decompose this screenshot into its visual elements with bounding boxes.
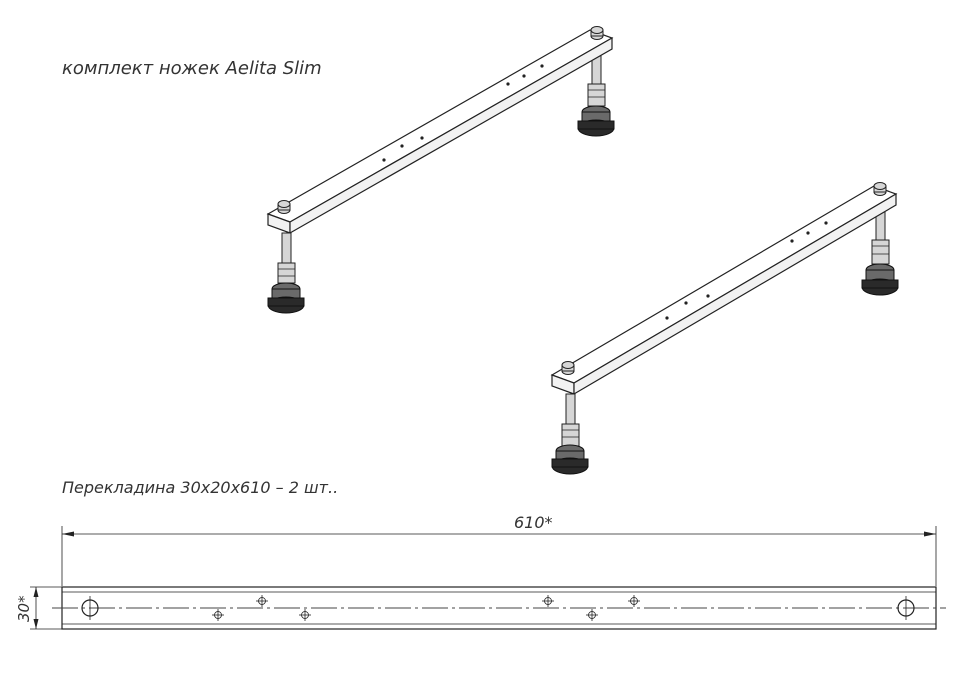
foot-front-lower (551, 393, 589, 475)
length-dimension-label: 610* (514, 513, 553, 532)
crossbar-lower (550, 182, 898, 396)
length-dimension: 610* (61, 513, 937, 586)
end-hole-left (81, 596, 99, 620)
leg-assembly-upper (266, 26, 615, 314)
mounting-holes (212, 595, 640, 621)
kit-title: комплект ножек Aelita Slim (62, 58, 322, 79)
end-hole-right (897, 596, 915, 620)
height-dimension-label: 30* (15, 595, 33, 622)
foot-front-upper (267, 232, 305, 314)
foot-back-upper (577, 49, 615, 137)
leg-assembly-lower (550, 182, 899, 475)
height-dimension: 30* (15, 586, 62, 630)
crossbar-spec: Перекладина 30х20х610 – 2 шт.. (62, 478, 338, 497)
crossbar-plan-view: 610* 30* (15, 513, 946, 630)
crossbar-upper (266, 26, 614, 235)
foot-back-lower (861, 203, 899, 296)
